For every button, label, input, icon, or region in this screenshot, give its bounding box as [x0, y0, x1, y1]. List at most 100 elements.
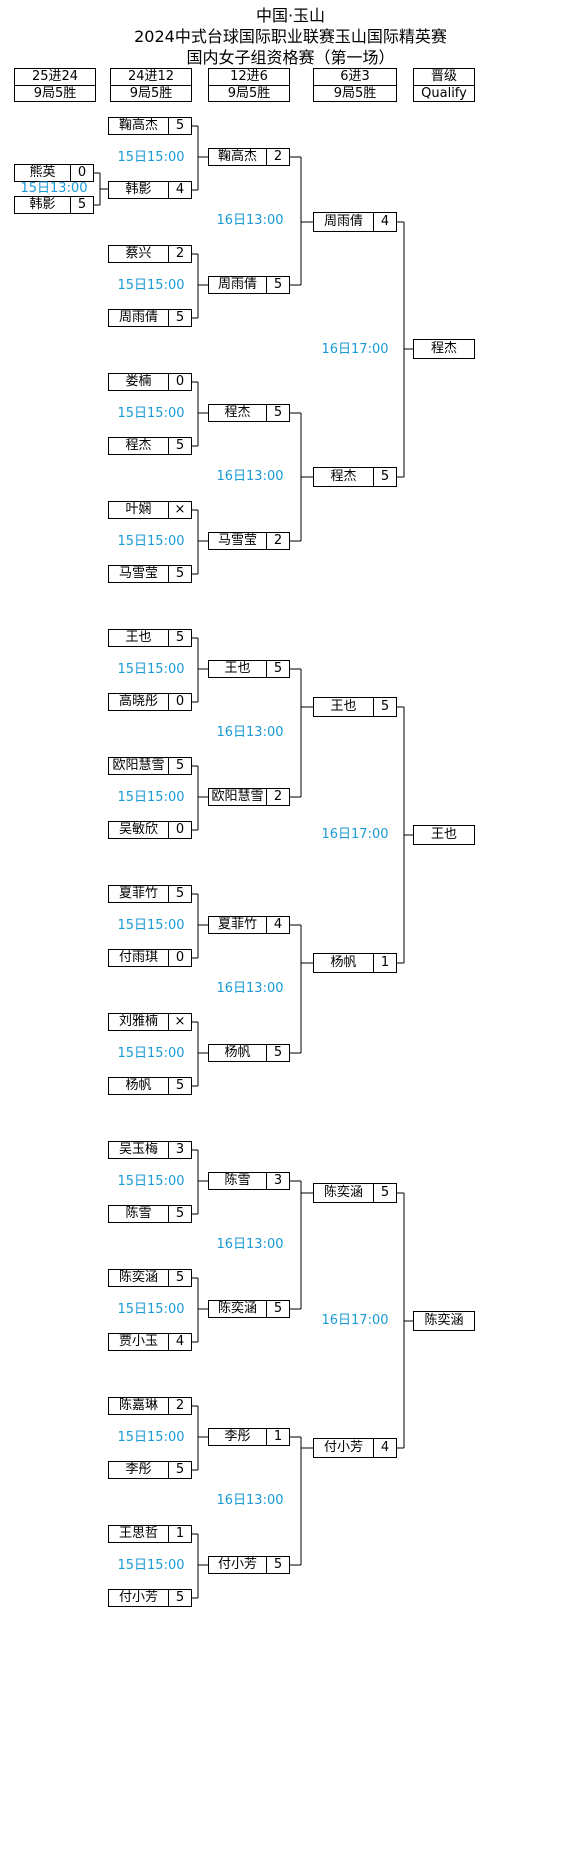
- match-player-r2: 李彤 5: [108, 1461, 192, 1479]
- match-time: 15日15:00: [117, 1430, 185, 1445]
- player-name: 周雨倩: [217, 277, 257, 292]
- player-name: 欧阳慧雪: [211, 789, 264, 804]
- match-player-r2: 蔡兴 2: [108, 245, 192, 263]
- player-name: 蔡兴: [125, 246, 152, 261]
- player-name: 鞠高杰: [118, 118, 158, 133]
- player-score: 2: [168, 246, 191, 262]
- player-name: 付小芳: [118, 1590, 158, 1605]
- player-score: 4: [266, 917, 289, 933]
- player-score: 5: [168, 1590, 191, 1606]
- player-name: 高晓彤: [118, 694, 158, 709]
- player-name: 王也: [330, 699, 357, 714]
- round-format: Qualify: [414, 85, 474, 102]
- player-name: 李彤: [224, 1429, 251, 1444]
- player-name: 程杰: [430, 341, 457, 356]
- round-header-12to6: 12进6 9局5胜: [208, 68, 290, 102]
- match-time: 16日13:00: [216, 469, 284, 484]
- player-score: 5: [168, 1462, 191, 1478]
- player-score: 0: [168, 822, 191, 838]
- match-player-r2: 杨帆 5: [108, 1077, 192, 1095]
- player-name: 韩影: [125, 182, 152, 197]
- player-name: 付小芳: [217, 1557, 257, 1572]
- match-time: 15日15:00: [117, 790, 185, 805]
- player-score: 5: [266, 1301, 289, 1317]
- player-score: 5: [168, 630, 191, 646]
- match-player-r2: 刘雅楠×: [108, 1013, 192, 1031]
- player-name: 周雨倩: [118, 310, 158, 325]
- player-name: 李彤: [125, 1462, 152, 1477]
- match-time: 15日15:00: [117, 1046, 185, 1061]
- round-format: 9局5胜: [209, 85, 289, 102]
- match-time: 15日13:00: [20, 181, 88, 196]
- player-name: 付雨琪: [118, 950, 158, 965]
- player-name: 陈奕涵: [217, 1301, 257, 1316]
- round-format: 9局5胜: [111, 85, 191, 102]
- qualified-player: 陈奕涵: [413, 1311, 475, 1331]
- player-score: 0: [168, 950, 191, 966]
- player-score: 5: [168, 1078, 191, 1094]
- player-name: 陈雪: [125, 1206, 152, 1221]
- player-name: 刘雅楠: [118, 1014, 158, 1029]
- match-player-r3: 李彤 1: [208, 1428, 290, 1446]
- round-format: 9局5胜: [314, 85, 396, 102]
- player-name: 陈奕涵: [323, 1185, 363, 1200]
- player-score: 5: [168, 758, 191, 774]
- player-score: 5: [373, 698, 396, 716]
- player-name: 王也: [224, 661, 251, 676]
- match-time: 16日13:00: [216, 981, 284, 996]
- player-name: 贾小玉: [118, 1334, 158, 1349]
- player-score: 1: [266, 1429, 289, 1445]
- match-time: 15日15:00: [117, 406, 185, 421]
- match-time: 15日15:00: [117, 1174, 185, 1189]
- match-player-r2: 付雨琪 0: [108, 949, 192, 967]
- player-name: 杨帆: [125, 1078, 152, 1093]
- title-line-1: 中国·玉山: [255, 6, 326, 25]
- player-score: 2: [266, 789, 289, 805]
- player-name: 周雨倩: [323, 214, 363, 229]
- match-time: 16日13:00: [216, 1237, 284, 1252]
- match-time: 15日15:00: [117, 918, 185, 933]
- match-time: 15日15:00: [117, 278, 185, 293]
- round-name: 6进3: [340, 69, 370, 84]
- player-score: 5: [266, 405, 289, 421]
- match-time: 16日13:00: [216, 725, 284, 740]
- player-name: 陈奕涵: [118, 1270, 158, 1285]
- player-score: 4: [168, 182, 191, 198]
- player-name: 吴敏欣: [118, 822, 158, 837]
- round-name: 24进12: [127, 69, 175, 84]
- match-player-r2: 叶娴×: [108, 501, 192, 519]
- title-line-3: 国内女子组资格赛（第一场）: [186, 48, 395, 67]
- round-format: 9局5胜: [15, 85, 95, 102]
- round-header-6to3: 6进3 9局5胜: [313, 68, 397, 102]
- player-name: 陈雪: [224, 1173, 251, 1188]
- match-time: 16日17:00: [321, 1312, 389, 1328]
- player-score: 5: [70, 197, 93, 213]
- player-name: 陈奕涵: [424, 1313, 464, 1328]
- match-time: 16日17:00: [321, 341, 389, 357]
- player-name: 马雪莹: [217, 533, 257, 548]
- player-score: 2: [266, 149, 289, 165]
- player-name: 夏菲竹: [217, 917, 257, 932]
- player-score: 3: [168, 1142, 191, 1158]
- player-score: 5: [266, 1045, 289, 1061]
- match-time: 16日13:00: [216, 213, 284, 228]
- round-header-24to12: 24进12 9局5胜: [110, 68, 192, 102]
